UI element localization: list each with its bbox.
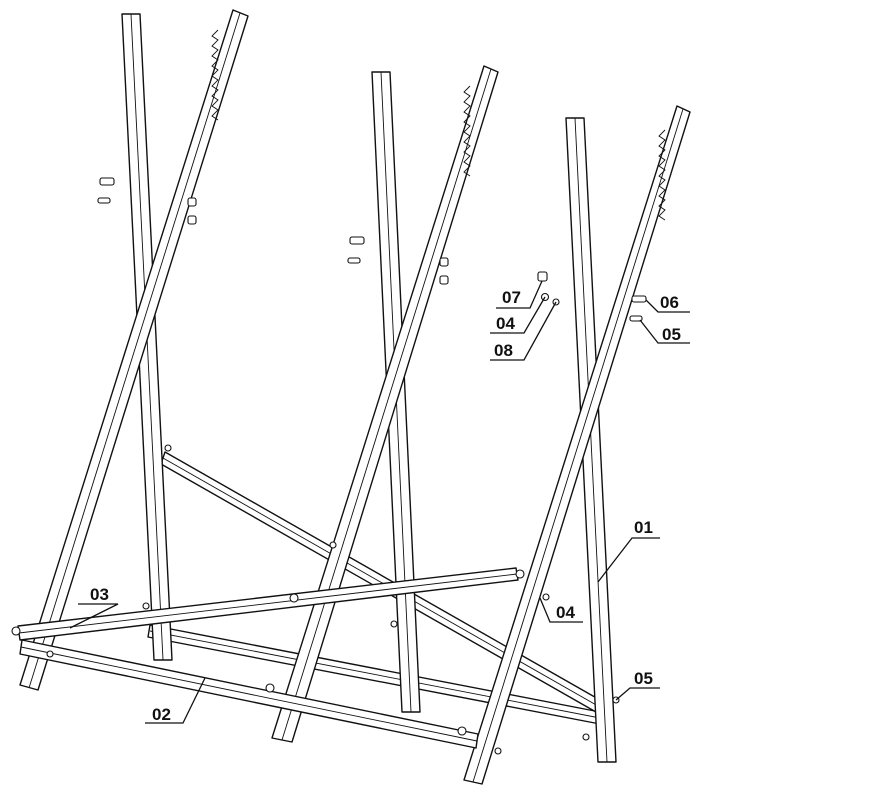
- toothed-leg-left: [19, 9, 249, 691]
- callout-03: 03: [90, 585, 109, 604]
- frame-middle: [271, 65, 499, 743]
- callout-06: 06: [660, 293, 679, 312]
- callout-05-lower: 05: [634, 669, 653, 688]
- toothed-leg-right: [463, 105, 691, 785]
- callout-labels: 01 02 03 04 04 05 05 06 07 08: [90, 288, 681, 724]
- upper-cross-rail: [17, 567, 519, 641]
- frame-right: [463, 105, 691, 785]
- toothed-leg-middle: [271, 65, 499, 743]
- callout-02: 02: [152, 705, 171, 724]
- callout-08: 08: [494, 341, 513, 360]
- leader-lines: [69, 280, 690, 724]
- straight-leg-right: [565, 117, 617, 763]
- callout-05-upper: 05: [662, 325, 681, 344]
- callout-04-upper: 04: [496, 314, 515, 333]
- callout-01: 01: [634, 518, 653, 537]
- callout-07: 07: [502, 288, 521, 307]
- frame-left: [19, 9, 249, 691]
- front-bottom-rail: [19, 639, 479, 749]
- callout-04-lower: 04: [556, 603, 575, 622]
